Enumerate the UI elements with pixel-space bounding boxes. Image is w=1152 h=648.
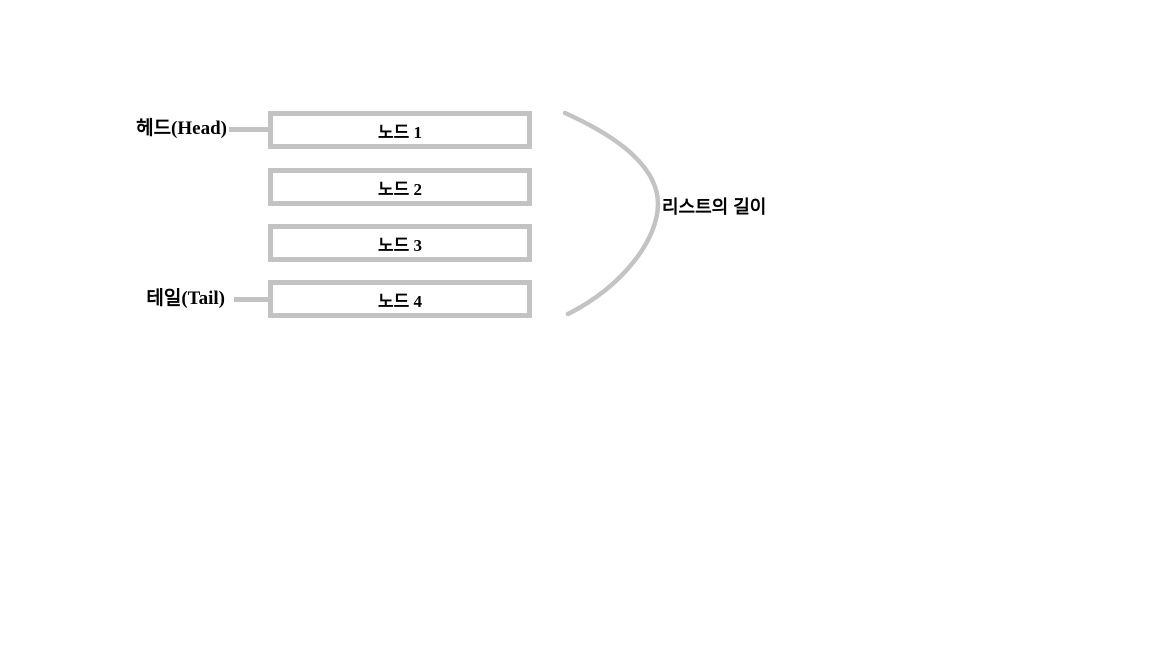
node-box-1: 노드 1	[268, 111, 532, 149]
node-box-4: 노드 4	[268, 280, 532, 318]
tail-connector-line	[234, 297, 269, 302]
node-box-3: 노드 3	[268, 224, 532, 262]
node-label-3: 노드 3	[377, 235, 423, 255]
list-length-label: 리스트의 길이	[662, 197, 767, 217]
node-label-4: 노드 4	[377, 291, 423, 311]
head-pointer-label: 헤드(Head)	[136, 118, 227, 139]
head-connector-line	[229, 127, 269, 132]
tail-pointer-label: 테일(Tail)	[146, 288, 225, 309]
node-box-2: 노드 2	[268, 168, 532, 206]
node-label-2: 노드 2	[377, 179, 423, 199]
node-label-1: 노드 1	[377, 122, 423, 142]
